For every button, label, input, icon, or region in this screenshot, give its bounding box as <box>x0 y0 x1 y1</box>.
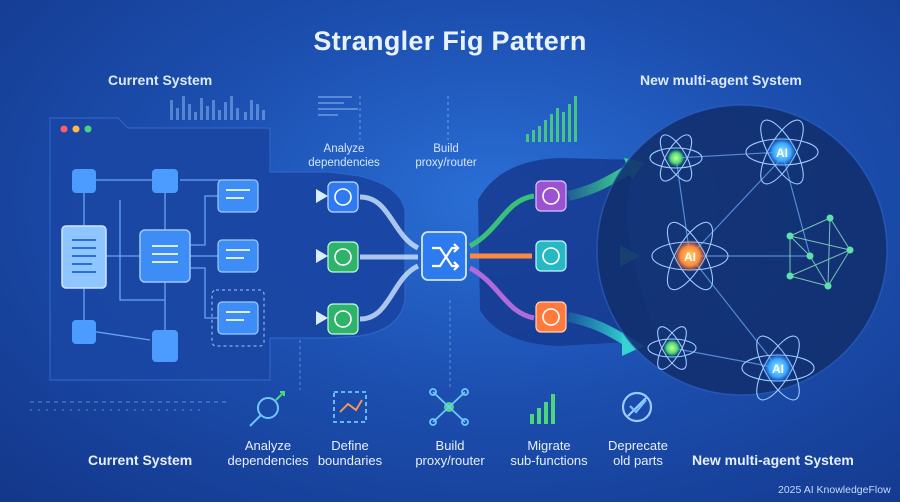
bar-chart-icon <box>530 394 555 424</box>
cancel-icon <box>621 391 653 423</box>
legacy-service-lines <box>152 245 178 263</box>
network-icon <box>429 388 469 426</box>
window-max-dot <box>84 125 92 133</box>
legacy-module-node <box>217 179 259 213</box>
agent-network-mesh <box>789 217 851 287</box>
step-label-define: Define boundaries <box>317 438 383 468</box>
new-function-node <box>535 180 567 212</box>
new-system-header: New multi-agent System <box>640 72 802 88</box>
window-min-dot <box>72 125 80 133</box>
step-label-deprecate: Deprecate old parts <box>608 438 668 468</box>
ai-agent-label: AI <box>776 146 788 160</box>
extracted-function-node <box>327 241 359 273</box>
copyright-text: 2025 AI KnowledgeFlow <box>778 484 891 496</box>
step-label-migrate: Migrate sub-functions <box>510 438 588 468</box>
legacy-service-node <box>139 229 191 283</box>
agent-atom <box>649 134 703 182</box>
legacy-database-node <box>152 330 178 362</box>
growth-bars <box>526 96 577 142</box>
router-output-arrows <box>468 193 535 321</box>
legacy-document-lines <box>72 239 96 273</box>
decorative-dashes <box>30 401 230 411</box>
ai-agent-label: AI <box>772 362 784 376</box>
analyze-flow-label: Analyze dependencies <box>308 143 380 169</box>
new-system-circle <box>597 105 887 395</box>
legacy-module-node <box>217 239 259 273</box>
legacy-node <box>72 169 96 193</box>
step-label-analyze: Analyze dependencies <box>227 438 309 468</box>
ai-agent-label: AI <box>684 250 696 264</box>
build-flow-label: Build proxy/router <box>415 143 477 169</box>
extracted-function-node <box>327 303 359 335</box>
new-function-node <box>535 301 567 333</box>
magnify-icon <box>249 391 285 427</box>
shuffle-icon <box>432 243 460 271</box>
decorative-data-bars <box>170 96 358 120</box>
router-input-curves <box>359 194 420 322</box>
step-label-build: Build proxy/router <box>415 438 485 468</box>
legacy-module-node <box>217 301 259 335</box>
new-function-node <box>535 240 567 272</box>
proxy-router-node <box>421 231 467 281</box>
agent-network-nodes <box>786 214 854 290</box>
extracted-function-node <box>327 181 359 213</box>
diagram-title: Strangler Fig Pattern <box>313 26 587 56</box>
window-close-dot <box>60 125 68 133</box>
migration-arrows <box>262 189 328 325</box>
footer-current-system: Current System <box>88 452 193 468</box>
legacy-node <box>72 320 96 344</box>
current-system-header: Current System <box>108 72 213 88</box>
boundary-icon <box>333 391 367 423</box>
legacy-node <box>152 169 178 193</box>
footer-new-system: New multi-agent System <box>692 452 854 468</box>
